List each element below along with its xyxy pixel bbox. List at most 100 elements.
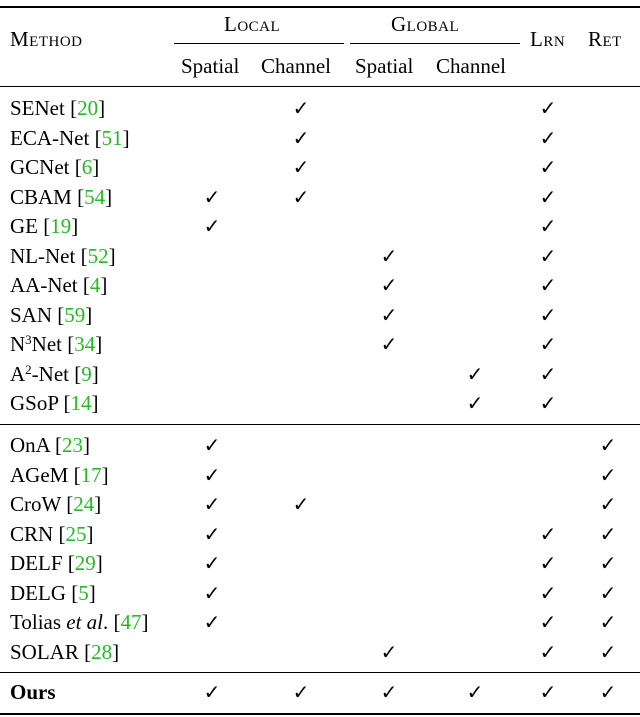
citation-link: 34	[74, 332, 96, 356]
method-name: CroW [24]	[10, 492, 102, 516]
method-name: Tolias et al. [47]	[10, 610, 149, 634]
check-icon: ✓	[380, 302, 398, 327]
method-name-sup: 3	[25, 332, 32, 347]
citation-link: 28	[91, 639, 113, 664]
subheader-local-channel: Channel	[261, 54, 331, 78]
check-icon: ✓	[539, 243, 557, 268]
method-name-text: NL-Net	[10, 243, 76, 268]
method-name-text: CroW	[10, 492, 61, 516]
citation-link: 14	[70, 391, 92, 415]
check-icon: ✓	[203, 680, 221, 704]
check-icon: ✓	[203, 551, 221, 575]
method-name-text: GSoP	[10, 391, 59, 415]
citation-link: 4	[89, 273, 101, 297]
method-name-text: Tolias	[10, 610, 62, 634]
check-icon: ✓	[292, 680, 310, 704]
method-name-italic: et al	[66, 610, 104, 634]
citation-link: 17	[80, 462, 102, 487]
method-name-text: SOLAR	[10, 639, 79, 664]
method-name: GSoP [14]	[10, 391, 99, 415]
check-icon: ✓	[203, 184, 221, 209]
method-name: NL-Net [52]	[10, 243, 116, 268]
check-icon: ✓	[466, 391, 484, 415]
citation-link: 51	[101, 125, 123, 150]
header-ret: Ret	[588, 27, 622, 51]
check-icon: ✓	[380, 243, 398, 268]
method-name-text: DELG	[10, 580, 66, 605]
check-icon: ✓	[203, 580, 221, 605]
check-icon: ✓	[539, 302, 557, 327]
citation-link: 54	[84, 184, 106, 209]
check-icon: ✓	[203, 521, 221, 546]
header-global: Global	[391, 12, 460, 36]
citation-link: 20	[77, 96, 99, 120]
header-local: Local	[224, 12, 281, 36]
check-icon: ✓	[466, 361, 484, 386]
check-icon: ✓	[539, 610, 557, 634]
header-rule	[0, 86, 640, 87]
method-name-text: GE	[10, 214, 38, 238]
method-name-text: AA-Net	[10, 273, 78, 297]
check-icon: ✓	[599, 639, 617, 664]
subheader-local-spatial: Spatial	[181, 54, 240, 78]
method-name-text: CBAM	[10, 184, 72, 209]
method-name: SAN [59]	[10, 302, 93, 327]
check-icon: ✓	[539, 680, 557, 704]
check-icon: ✓	[599, 433, 617, 457]
method-name: CRN [25]	[10, 521, 94, 546]
check-icon: ✓	[292, 125, 310, 150]
method-name-text: Ours	[10, 680, 56, 704]
method-name-text: GCNet	[10, 155, 70, 179]
subheader-global-spatial: Spatial	[355, 54, 414, 78]
check-icon: ✓	[380, 332, 398, 356]
check-icon: ✓	[292, 96, 310, 120]
citation-link: 47	[120, 610, 142, 634]
check-icon: ✓	[599, 680, 617, 704]
citation-link: 23	[61, 433, 83, 457]
method-name: SENet [20]	[10, 96, 106, 120]
check-icon: ✓	[539, 125, 557, 150]
method-name-text: -Net	[31, 361, 69, 386]
method-name: DELG [5]	[10, 580, 96, 605]
method-name: DELF [29]	[10, 551, 103, 575]
method-name: AGeM [17]	[10, 462, 109, 487]
top-rule	[0, 6, 640, 8]
citation-link: 5	[78, 580, 89, 605]
check-icon: ✓	[292, 184, 310, 209]
check-icon: ✓	[539, 332, 557, 356]
method-name: SOLAR [28]	[10, 639, 120, 664]
check-icon: ✓	[539, 551, 557, 575]
local-cmidrule	[174, 43, 344, 44]
method-name: GCNet [6]	[10, 155, 100, 179]
check-icon: ✓	[292, 155, 310, 179]
citation-link: 25	[65, 521, 87, 546]
check-icon: ✓	[539, 391, 557, 415]
check-icon: ✓	[539, 639, 557, 664]
check-icon: ✓	[539, 580, 557, 605]
method-name: GE [19]	[10, 214, 79, 238]
method-name: N3Net [34]	[10, 332, 103, 356]
header-method: Method	[10, 27, 83, 51]
method-name-text: Net	[31, 332, 62, 356]
citation-link: 29	[74, 551, 96, 575]
subheader-global-channel: Channel	[436, 54, 506, 78]
check-icon: ✓	[292, 492, 310, 516]
citation-link: 24	[73, 492, 95, 516]
check-icon: ✓	[599, 492, 617, 516]
check-icon: ✓	[203, 214, 221, 238]
check-icon: ✓	[599, 551, 617, 575]
method-name-text: SAN	[10, 302, 53, 327]
citation-link: 9	[81, 361, 92, 386]
check-icon: ✓	[599, 521, 617, 546]
method-name-text: CRN	[10, 521, 54, 546]
check-icon: ✓	[380, 639, 398, 664]
method-name: Ours	[10, 679, 56, 705]
check-icon: ✓	[539, 361, 557, 386]
method-name: AA-Net [4]	[10, 273, 108, 297]
global-cmidrule	[350, 43, 520, 44]
check-icon: ✓	[203, 492, 221, 516]
method-name: CBAM [54]	[10, 184, 113, 209]
check-icon: ✓	[539, 521, 557, 546]
method-name-text: A	[10, 361, 26, 386]
citation-link: 52	[87, 243, 109, 268]
